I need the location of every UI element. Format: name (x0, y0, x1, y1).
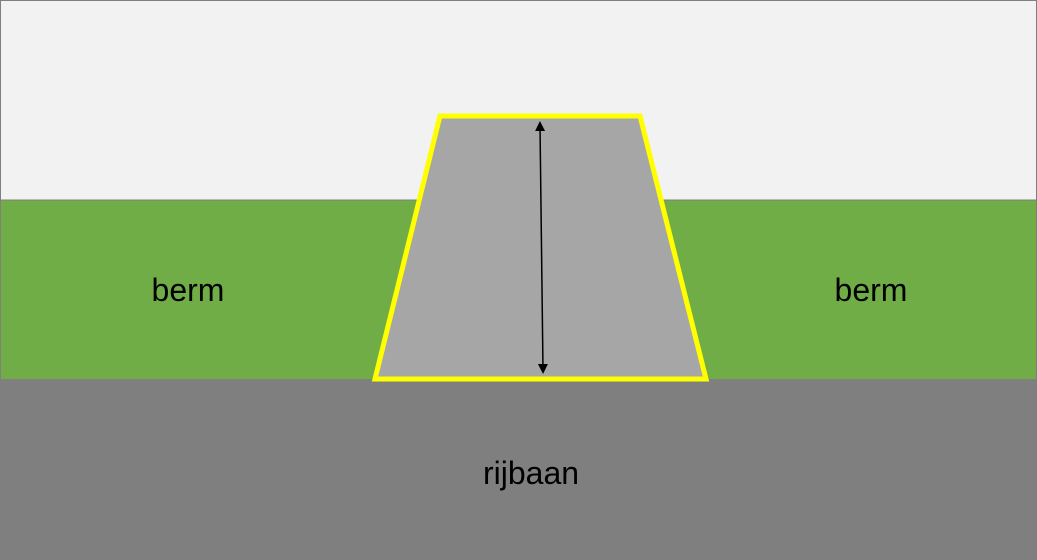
berm-right-label: berm (835, 272, 908, 308)
road-surface (1, 379, 1036, 559)
road-label: rijbaan (483, 455, 579, 491)
berm-left-label: berm (152, 272, 225, 308)
length-arrow (535, 121, 548, 374)
